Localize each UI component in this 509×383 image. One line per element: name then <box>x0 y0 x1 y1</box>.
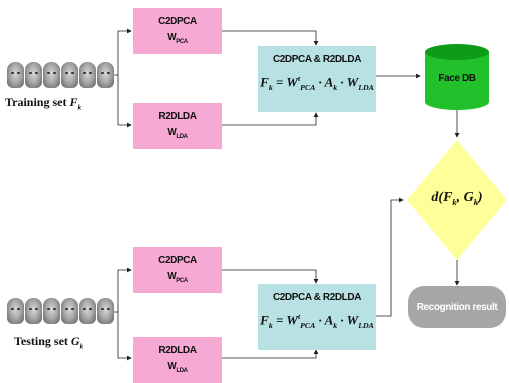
combined-box-test: C2DPCA & R2DLDA Fk = WtPCA · Ak · WLDA <box>258 284 376 350</box>
wlda-label: WLDA <box>167 127 188 140</box>
result-pill <box>408 286 506 328</box>
result-label: Recognition result <box>416 302 498 313</box>
formula-train: Fk = WtPCA · Ak · WLDA <box>260 74 374 92</box>
training-faces-image <box>7 62 114 88</box>
r2dlda-box-test: R2DLDA WLDA <box>133 337 222 383</box>
arrow-c2dpca-to-combined <box>222 30 319 46</box>
face-db-cylinder <box>425 44 489 110</box>
c2dpca-title: C2DPCA <box>158 16 197 27</box>
arrow-r2dlda2-to-combined2 <box>222 349 319 359</box>
arrow-test-to-c2dpca <box>110 267 132 313</box>
formula-test: Fk = WtPCA · Ak · WLDA <box>260 312 374 330</box>
wpca-label: WPCA <box>167 32 188 45</box>
c2dpca-box-test: C2DPCA WPCA <box>133 247 222 293</box>
c2dpca-box-train: C2DPCA WPCA <box>133 8 222 54</box>
arrow-test-to-r2dlda <box>117 312 132 361</box>
r2dlda-title: R2DLDA <box>158 111 197 122</box>
arrow-train-to-r2dlda <box>117 75 132 128</box>
combined-box-train: C2DPCA & R2DLDA Fk = WtPCA · Ak · WLDA <box>258 46 376 112</box>
arrow-combined2-to-distance <box>376 197 404 317</box>
testing-set-label: Testing set Gk <box>14 334 84 351</box>
arrow-c2dpca2-to-combined2 <box>222 269 319 284</box>
distance-label: d(Fk, Gk) <box>431 190 483 207</box>
testing-faces-image <box>7 298 114 324</box>
combined-title: C2DPCA & R2DLDA <box>272 54 362 65</box>
arrow-r2dlda-to-combined <box>222 112 319 126</box>
training-set-label: Training set Fk <box>5 95 82 112</box>
r2dlda-box-train: R2DLDA WLDA <box>133 103 222 149</box>
distance-diamond <box>407 140 507 260</box>
face-db-label: Face DB <box>438 73 476 84</box>
arrow-train-to-c2dpca <box>110 28 132 76</box>
